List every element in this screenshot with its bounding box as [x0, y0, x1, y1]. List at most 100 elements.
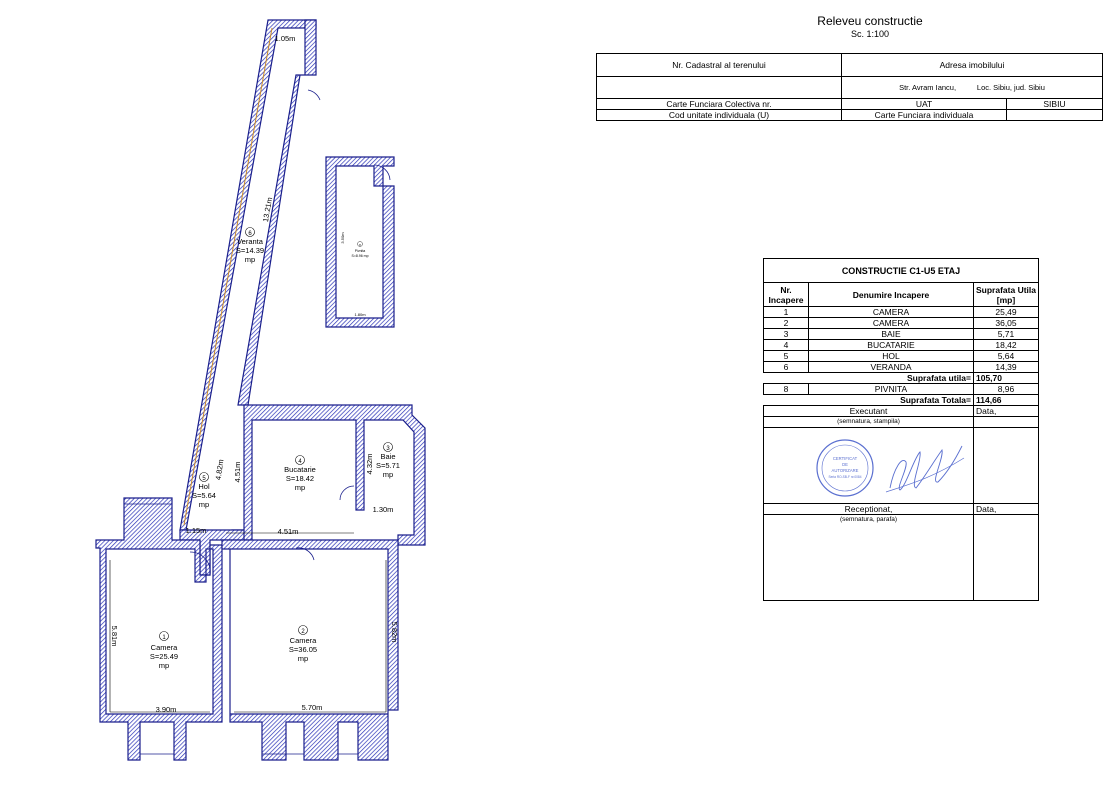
row-nr: 6	[763, 361, 809, 373]
floor-plan: 1.05m 13.21m 3.50m 1.80m 4.82m 1.15m 4.5…	[95, 19, 426, 761]
address-label: Adresa imobilului	[841, 53, 1103, 77]
row-name: VERANDA	[808, 361, 974, 373]
util-label: Suprafata utila=	[763, 372, 974, 384]
room-table-title: CONSTRUCTIE C1-U5 ETAJ	[763, 258, 1039, 283]
receptionat-label: Receptionat,	[763, 503, 974, 515]
room1-number: 1	[162, 635, 166, 641]
door-arc-2	[373, 164, 391, 181]
row-name: CAMERA	[808, 317, 974, 329]
util-value: 105,70	[973, 372, 1039, 384]
dim-cam2-h: 5.82m	[390, 622, 399, 643]
room2-unit: mp	[298, 654, 308, 663]
row-name: BAIE	[808, 328, 974, 340]
dim-hol-h: 4.82m	[214, 459, 226, 481]
room-areas-table: CONSTRUCTIE C1-U5 ETAJ Nr. Incapere Denu…	[763, 258, 1039, 601]
door-arc-4	[295, 547, 315, 561]
room5-name: Hol	[198, 482, 210, 491]
row-nr: 5	[763, 350, 809, 362]
carte-individuala-label: Carte Funciara individuala	[841, 109, 1007, 121]
dim-cam1-w: 3.90m	[156, 705, 177, 714]
veranda-wall-right	[237, 19, 317, 406]
property-info-table: Nr. Cadastral al terenului Adresa imobil…	[596, 53, 1103, 121]
executant-label: Executant	[763, 405, 974, 417]
dim-baie-w: 1.30m	[373, 505, 394, 514]
stamp-line-1: CERTIFICAT	[833, 456, 858, 461]
authorization-stamp: CERTIFICAT DE AUTORIZARE Seria RO-SB-F n…	[816, 439, 874, 497]
col-area-header: Suprafata Utila [mp]	[973, 282, 1039, 307]
address-street: Str. Avram Iancu,	[899, 83, 957, 92]
camera2-walls	[221, 539, 399, 761]
room3-name: Baie	[380, 452, 395, 461]
pivnita-walls	[325, 156, 395, 328]
upper-rooms-walls	[231, 404, 426, 546]
receptionat-signature-note: (semnatura, parafa)	[763, 514, 974, 601]
room8-number: 8	[359, 243, 361, 247]
document-scale: Sc. 1:100	[850, 29, 890, 39]
document-title: Releveu constructie	[817, 14, 923, 28]
room3-number: 3	[386, 446, 390, 452]
room4-name: Bucatarie	[284, 465, 316, 474]
executant-date-label: Data,	[973, 405, 1039, 417]
address-value: Str. Avram Iancu, Loc. Sibiu, jud. Sibiu	[841, 76, 1103, 99]
stamp-line-3: AUTORIZARE	[832, 468, 859, 473]
door-arc-5	[189, 551, 211, 576]
stamp-line-2: DE	[842, 462, 848, 467]
col-name-header: Denumire Incapere	[808, 282, 974, 307]
pivnita-name: PIVNITA	[808, 383, 974, 395]
address-locality: Loc. Sibiu, jud. Sibiu	[976, 83, 1045, 92]
room6-area: S=14.39	[236, 246, 264, 255]
dim-cam1-h: 5.81m	[110, 626, 119, 647]
cadastral-label: Nr. Cadastral al terenului	[596, 53, 842, 77]
row-area: 36,05	[973, 317, 1039, 329]
document-header: Releveu constructie Sc. 1:100	[760, 14, 980, 39]
dim-baie-h: 4.32m	[365, 454, 374, 475]
col-nr-header: Nr. Incapere	[763, 282, 809, 307]
row-name: CAMERA	[808, 306, 974, 318]
room1-name: Camera	[151, 643, 179, 652]
dim-cam2-w: 5.70m	[302, 703, 323, 712]
room8-area: S=8.96 mp	[351, 254, 368, 258]
total-value: 114,66	[973, 394, 1039, 406]
pivnita-area: 8,96	[973, 383, 1039, 395]
room6-number: 6	[248, 231, 252, 237]
executant-signature-area	[763, 427, 974, 504]
door-arc-1	[307, 89, 321, 101]
dim-pivnita-w: 1.80m	[354, 312, 366, 317]
cadastral-value	[596, 76, 842, 99]
dim-bucat-h: 4.51m	[233, 462, 242, 483]
room6-name: Veranta	[237, 237, 264, 246]
executant-date-area	[973, 427, 1039, 504]
executant-signature-note: (semnatura, stampila)	[763, 416, 974, 428]
room5-area: S=5.64	[192, 491, 216, 500]
receptionat-date-label: Data,	[973, 503, 1039, 515]
camera1-walls	[95, 497, 223, 761]
receptionat-date-area	[973, 514, 1039, 601]
room1-area: S=25.49	[150, 652, 178, 661]
cod-unitate-label: Cod unitate individuala (U)	[596, 109, 842, 121]
row-name: HOL	[808, 350, 974, 362]
hol-wall-bottom	[179, 529, 245, 576]
room6-unit: mp	[245, 255, 255, 264]
util-total-row: Suprafata utila= 105,70	[763, 372, 1039, 384]
dim-hol-w: 1.15m	[186, 526, 207, 535]
row-area: 18,42	[973, 339, 1039, 351]
room2-area: S=36.05	[289, 645, 317, 654]
row-area: 5,64	[973, 350, 1039, 362]
signature	[885, 445, 965, 493]
room4-area: S=18.42	[286, 474, 314, 483]
row-area: 14,39	[973, 361, 1039, 373]
table-row: 8 PIVNITA 8,96	[763, 383, 1039, 395]
dim-bucat-w: 4.51m	[278, 527, 299, 536]
room5-number: 5	[202, 476, 206, 482]
row-nr: 3	[763, 328, 809, 340]
row-area: 25,49	[973, 306, 1039, 318]
pivnita-nr: 8	[763, 383, 809, 395]
grand-total-row: Suprafata Totala= 114,66	[763, 394, 1039, 406]
room3-area: S=5.71	[376, 461, 400, 470]
room5-unit: mp	[199, 500, 209, 509]
room4-number: 4	[298, 459, 302, 465]
row-nr: 2	[763, 317, 809, 329]
